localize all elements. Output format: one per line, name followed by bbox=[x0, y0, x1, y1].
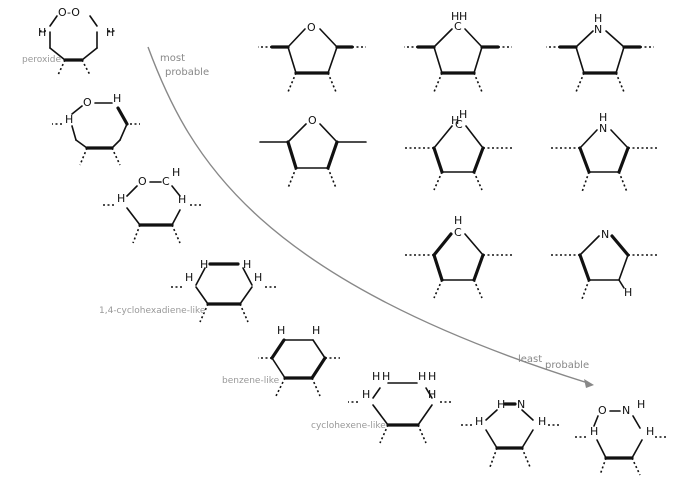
ring-N: N bbox=[594, 23, 602, 36]
atom-H: H bbox=[362, 388, 370, 401]
benzene-molecule: H H benzene-like bbox=[222, 324, 340, 397]
ring-H: H bbox=[594, 12, 602, 25]
pyrrole-exo-molecule: H N bbox=[546, 12, 654, 93]
cyclopentadiene-molecule: H H C bbox=[404, 108, 512, 191]
atom-O: O bbox=[598, 404, 607, 417]
atom-H: H bbox=[428, 370, 436, 383]
atom-N: N bbox=[622, 404, 630, 417]
atom-H: H bbox=[113, 92, 121, 105]
pyrrole-molecule: H N bbox=[550, 111, 658, 193]
peroxide-label: peroxide bbox=[22, 55, 62, 65]
atom-H: H bbox=[428, 388, 436, 401]
cyclopentene-exo-molecule: H H C bbox=[404, 10, 512, 93]
atom-H: H bbox=[459, 10, 467, 23]
oxazine-molecule: O N H H H bbox=[574, 398, 668, 476]
peroxide-molecule: O-O H H peroxide bbox=[22, 6, 116, 76]
atom-H: H bbox=[117, 192, 125, 205]
furan-molecule: O bbox=[259, 114, 367, 189]
atom-H: H bbox=[372, 370, 380, 383]
ring-O: O bbox=[308, 114, 317, 127]
atom-H: H bbox=[185, 271, 193, 284]
atom-H: H bbox=[451, 114, 459, 127]
atom-H: H bbox=[475, 415, 483, 428]
least-label: least bbox=[518, 354, 542, 365]
atom-H: H bbox=[106, 26, 114, 39]
atom-H: H bbox=[624, 286, 632, 299]
probability-arrow: most probable least probable bbox=[147, 46, 594, 388]
pyrrolenine-molecule: N H bbox=[550, 228, 658, 300]
atom-H: H bbox=[459, 108, 467, 121]
ring-H: H bbox=[599, 111, 607, 124]
atom-H: H bbox=[254, 271, 262, 284]
atom-H: H bbox=[243, 258, 251, 271]
atom-H: H bbox=[178, 193, 186, 206]
atom-C: C bbox=[454, 226, 462, 239]
most-label: most bbox=[160, 53, 185, 64]
atom-N: N bbox=[517, 398, 525, 411]
atom-H: H bbox=[382, 370, 390, 383]
atom-H: H bbox=[38, 26, 46, 39]
atom-H: H bbox=[65, 113, 73, 126]
ring-N: N bbox=[601, 228, 609, 241]
atom-H: H bbox=[451, 10, 459, 23]
cyclopentadienyl-molecule: H C bbox=[404, 214, 512, 299]
atom-O-O: O-O bbox=[58, 6, 80, 19]
atom-H: H bbox=[497, 398, 505, 411]
atom-H: H bbox=[277, 324, 285, 337]
atom-H: H bbox=[454, 214, 462, 227]
probable-label-start: probable bbox=[165, 67, 209, 78]
benzene-label: benzene-like bbox=[222, 376, 280, 386]
ring-O: O bbox=[307, 21, 316, 34]
atom-H: H bbox=[418, 370, 426, 383]
furan-exo-molecule: O bbox=[258, 21, 366, 93]
cyclohexadiene-molecule: H H H H 1,4-cyclohexadiene-like bbox=[99, 258, 278, 323]
atom-C: C bbox=[162, 175, 170, 188]
atom-H: H bbox=[312, 324, 320, 337]
atom-H: H bbox=[646, 425, 654, 438]
atom-H: H bbox=[538, 415, 546, 428]
atom-H: H bbox=[200, 258, 208, 271]
cyclohexene-molecule: H H H H H H cyclohexene-like bbox=[311, 370, 452, 444]
atom-O: O bbox=[138, 175, 147, 188]
oxacyclohexene-molecule: O C H H H bbox=[103, 166, 202, 244]
atom-H: H bbox=[172, 166, 180, 179]
atom-O: O bbox=[83, 96, 92, 109]
cyclohexadiene-label: 1,4-cyclohexadiene-like bbox=[99, 306, 206, 316]
oxacyclohexadiene-molecule-1: O H H bbox=[52, 92, 140, 166]
atom-H: H bbox=[590, 425, 598, 438]
atom-C: C bbox=[455, 118, 463, 131]
azacyclohexadiene-molecule: H N H H bbox=[460, 398, 560, 468]
ring-N: N bbox=[599, 122, 607, 135]
probable-label-end: probable bbox=[545, 360, 589, 371]
atom-H: H bbox=[637, 398, 645, 411]
atom-C: C bbox=[454, 20, 462, 33]
cyclohexene-label: cyclohexene-like bbox=[311, 421, 386, 431]
